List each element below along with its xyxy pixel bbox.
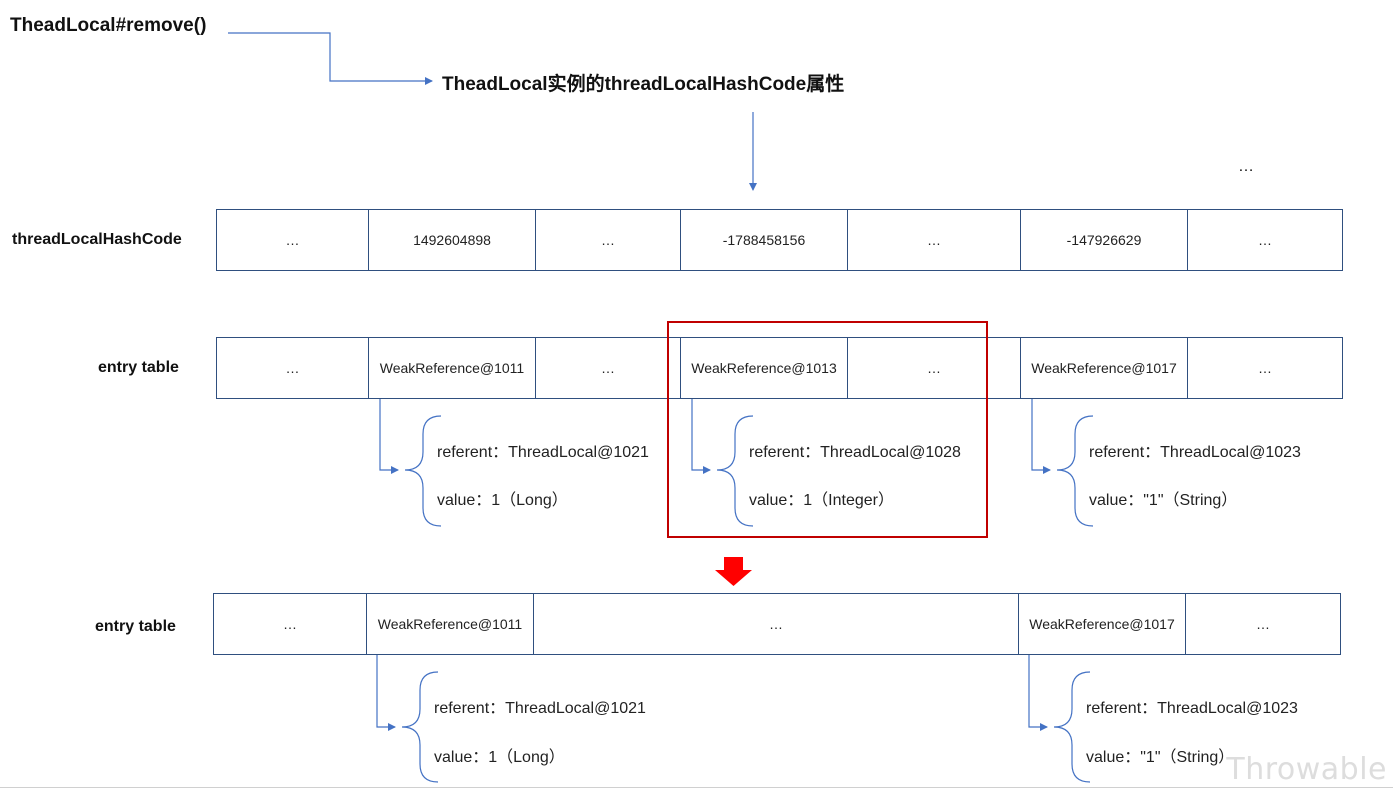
hash-row-label: threadLocalHashCode — [12, 231, 182, 248]
ref-value: value：1（Long） — [434, 749, 565, 766]
hash-row-box — [216, 209, 1343, 271]
entry-before-cell: … — [285, 360, 300, 376]
ref-referent: referent：ThreadLocal@1028 — [749, 444, 961, 461]
top-ellipsis: … — [1238, 158, 1254, 175]
hash-cell: -1788458156 — [722, 232, 806, 248]
entry-after-label: entry table — [95, 618, 176, 635]
title-connector — [228, 32, 433, 85]
ref-value: value："1"（String） — [1086, 749, 1235, 766]
hash-cell: … — [601, 232, 615, 248]
ref-referent: referent：ThreadLocal@1021 — [437, 444, 649, 461]
entry-after-connectors — [376, 655, 1048, 731]
hash-cell: … — [927, 232, 941, 248]
entry-before-cell: WeakReference@1013 — [691, 360, 837, 376]
ref-referent: referent：ThreadLocal@1023 — [1089, 444, 1301, 461]
ref-value: value：1（Long） — [437, 492, 568, 509]
entry-after-cell: … — [769, 616, 783, 632]
entry-after-box — [213, 593, 1341, 655]
diagram-subtitle: TheadLocal实例的threadLocalHashCode属性 — [442, 74, 845, 95]
braces-after — [401, 671, 1091, 783]
watermark: Throwable — [1226, 752, 1387, 787]
entry-before-cell: … — [601, 360, 615, 376]
down-arrow — [715, 557, 752, 586]
entry-after-cell: … — [1256, 616, 1270, 632]
entry-before-cell: WeakReference@1017 — [1031, 360, 1177, 376]
ref-referent: referent：ThreadLocal@1023 — [1086, 700, 1298, 717]
braces-before — [404, 415, 1094, 527]
entry-before-cell: … — [1258, 360, 1272, 376]
entry-after-cell: … — [283, 616, 297, 632]
entry-before-connectors — [379, 399, 1051, 474]
entry-after-cell: WeakReference@1017 — [1029, 616, 1175, 632]
diagram-title: TheadLocal#remove() — [10, 15, 207, 36]
entry-before-cell: … — [927, 360, 941, 376]
removed-entry-highlight — [667, 321, 988, 538]
ref-value: value：1（Integer） — [749, 492, 894, 509]
entry-before-cell: WeakReference@1011 — [379, 360, 525, 376]
ref-value: value："1"（String） — [1089, 492, 1238, 509]
hash-cell: … — [1258, 232, 1272, 248]
entry-before-box — [216, 337, 1343, 399]
entry-after-cell: WeakReference@1011 — [377, 616, 523, 632]
hash-cell: … — [285, 232, 300, 248]
ref-referent: referent：ThreadLocal@1021 — [434, 700, 646, 717]
entry-before-label: entry table — [98, 359, 179, 376]
hash-cell: -147926629 — [1066, 232, 1142, 248]
hash-cell: 1492604898 — [413, 232, 491, 248]
